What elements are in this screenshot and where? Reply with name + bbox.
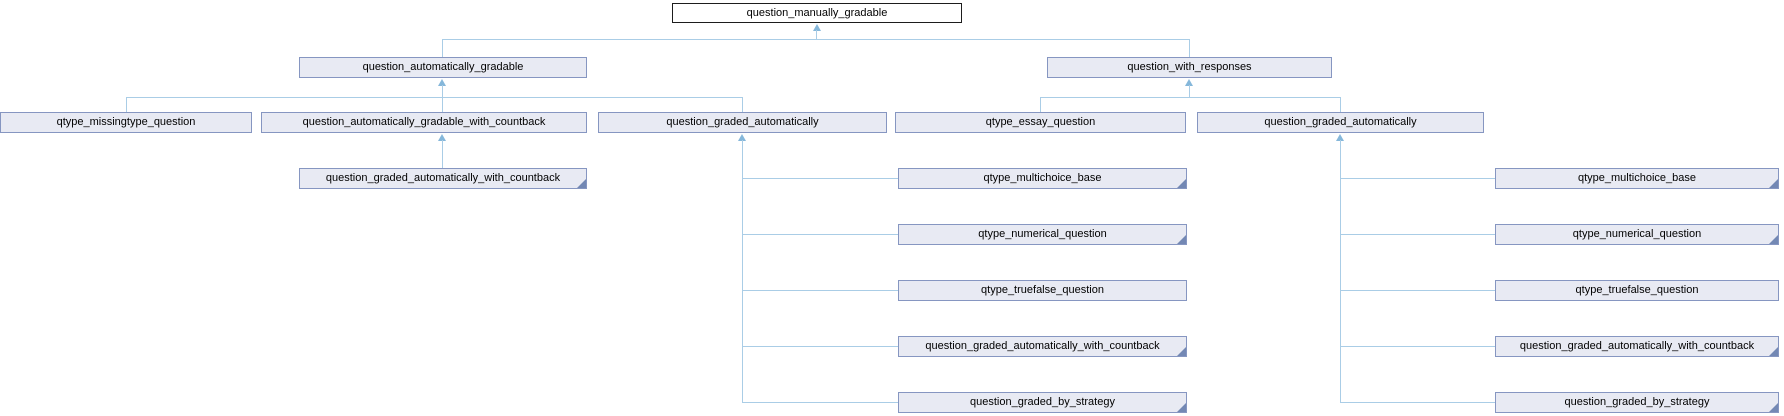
connector-line xyxy=(1340,140,1341,403)
inheritance-arrow-icon xyxy=(1336,134,1344,141)
class-box-qtype-multichoice-base-right[interactable]: qtype_multichoice_base xyxy=(1495,168,1779,189)
subclasses-indicator-icon xyxy=(577,179,586,188)
connector-line xyxy=(442,39,1190,40)
connector-line xyxy=(442,97,443,112)
subclasses-indicator-icon xyxy=(1769,235,1778,244)
class-box-qtype-essay-question[interactable]: qtype_essay_question xyxy=(895,112,1186,133)
connector-line xyxy=(126,97,127,112)
class-box-question-graded-automatically-with-countback-left[interactable]: question_graded_automatically_with_count… xyxy=(299,168,587,189)
subclasses-indicator-icon xyxy=(1177,235,1186,244)
connector-line xyxy=(742,178,898,179)
subclasses-indicator-icon xyxy=(1769,347,1778,356)
class-box-qtype-missingtype-question[interactable]: qtype_missingtype_question xyxy=(0,112,252,133)
class-box-qtype-truefalse-question-mid[interactable]: qtype_truefalse_question xyxy=(898,280,1187,301)
class-box-qtype-truefalse-question-right[interactable]: qtype_truefalse_question xyxy=(1495,280,1779,301)
connector-line xyxy=(816,30,817,39)
connector-line xyxy=(742,290,898,291)
connector-line xyxy=(1340,290,1495,291)
subclasses-indicator-icon xyxy=(1177,403,1186,412)
connector-line xyxy=(742,346,898,347)
connector-line xyxy=(1189,85,1190,97)
subclasses-indicator-icon xyxy=(1769,179,1778,188)
inheritance-arrow-icon xyxy=(1185,79,1193,86)
class-box-question-manually-gradable: question_manually_gradable xyxy=(672,3,962,23)
class-box-qtype-numerical-question-right[interactable]: qtype_numerical_question xyxy=(1495,224,1779,245)
connector-line xyxy=(1340,178,1495,179)
connector-line xyxy=(442,85,443,97)
class-box-question-automatically-gradable-with-countback[interactable]: question_automatically_gradable_with_cou… xyxy=(261,112,587,133)
subclasses-indicator-icon xyxy=(1177,347,1186,356)
inheritance-arrow-icon xyxy=(438,134,446,141)
inheritance-arrow-icon xyxy=(438,79,446,86)
class-box-qtype-multichoice-base-mid[interactable]: qtype_multichoice_base xyxy=(898,168,1187,189)
inheritance-arrow-icon xyxy=(738,134,746,141)
class-box-question-graded-automatically-with-countback-mid[interactable]: question_graded_automatically_with_count… xyxy=(898,336,1187,357)
connector-line xyxy=(742,234,898,235)
class-box-qtype-numerical-question-mid[interactable]: qtype_numerical_question xyxy=(898,224,1187,245)
connector-line xyxy=(1189,39,1190,57)
connector-line xyxy=(126,97,743,98)
class-box-question-with-responses[interactable]: question_with_responses xyxy=(1047,57,1332,78)
class-box-question-automatically-gradable[interactable]: question_automatically_gradable xyxy=(299,57,587,78)
connector-line xyxy=(1340,402,1495,403)
connector-line xyxy=(742,402,898,403)
connector-line xyxy=(442,140,443,168)
subclasses-indicator-icon xyxy=(1769,403,1778,412)
connector-line xyxy=(1040,97,1341,98)
class-box-question-graded-automatically-with-countback-right[interactable]: question_graded_automatically_with_count… xyxy=(1495,336,1779,357)
connector-line xyxy=(1340,97,1341,112)
connector-line xyxy=(442,39,443,57)
connector-line xyxy=(1040,97,1041,112)
connector-line xyxy=(742,140,743,403)
inheritance-arrow-icon xyxy=(813,24,821,31)
connector-line xyxy=(1340,346,1495,347)
class-box-question-graded-automatically-right[interactable]: question_graded_automatically xyxy=(1197,112,1484,133)
class-box-question-graded-by-strategy-right[interactable]: question_graded_by_strategy xyxy=(1495,392,1779,413)
connector-line xyxy=(1340,234,1495,235)
class-box-question-graded-automatically-left[interactable]: question_graded_automatically xyxy=(598,112,887,133)
class-box-question-graded-by-strategy-mid[interactable]: question_graded_by_strategy xyxy=(898,392,1187,413)
subclasses-indicator-icon xyxy=(1177,179,1186,188)
connector-line xyxy=(742,97,743,112)
